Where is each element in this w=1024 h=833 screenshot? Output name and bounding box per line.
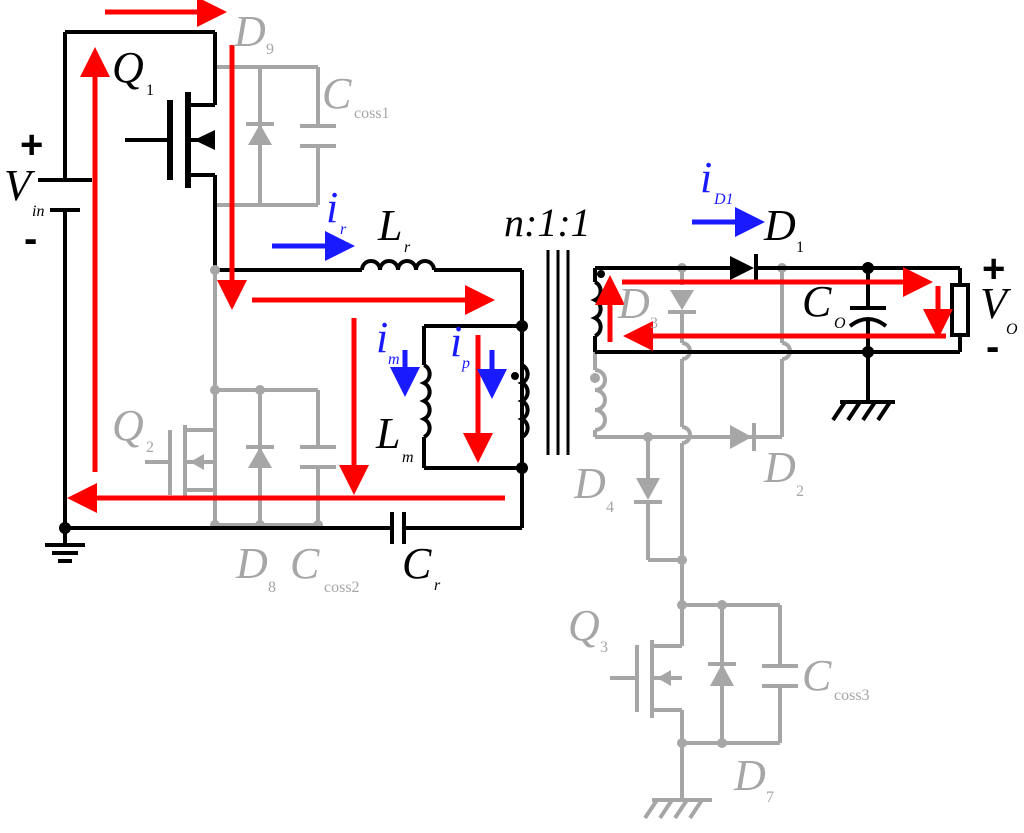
coss2-sub: coss2 [324, 579, 360, 596]
vo-plus: + [982, 247, 1005, 291]
d9-sub: 9 [266, 41, 274, 58]
cr-label: C [402, 539, 432, 588]
d4-sub: 4 [606, 499, 614, 516]
d7-label: D [733, 751, 766, 800]
coss3-label: C [802, 651, 832, 700]
active-components [38, 30, 970, 563]
vin-sub: in [32, 203, 44, 220]
ir-label: i [326, 183, 338, 232]
vo-sub: O [1006, 321, 1018, 338]
vin-plus: + [20, 123, 43, 167]
q3-label: Q [568, 601, 600, 650]
inactive-components [145, 65, 798, 820]
co-label: C [802, 277, 832, 326]
d1-label: D [763, 201, 796, 250]
turns-ratio: n:1:1 [504, 200, 591, 245]
q2-d8-coss2-network [145, 270, 336, 530]
lm-label: L [375, 409, 400, 458]
ip-sub: p [461, 355, 470, 372]
d3-label: D [617, 279, 650, 328]
d2-label: D [763, 443, 796, 492]
red-current-paths [67, 0, 953, 513]
d4-label: D [573, 459, 606, 508]
lr-label: L [377, 201, 402, 250]
q2-label: Q [112, 401, 144, 450]
coss1-label: C [322, 69, 352, 118]
blue-current-arrows [272, 207, 765, 399]
im-sub: m [388, 351, 400, 368]
labels: + - V in Q 1 Q 2 Q 3 D 9 D 8 D 7 D 1 D 2… [4, 7, 1018, 806]
id1-label: i [700, 153, 712, 202]
coss1-sub: coss1 [354, 105, 390, 122]
co-sub: O [834, 315, 846, 332]
ip-label: i [450, 317, 462, 366]
q1-label: Q [112, 43, 144, 92]
d8-label: D [235, 539, 268, 588]
q3-d7-coss3-network [610, 600, 798, 820]
coss2-label: C [290, 539, 320, 588]
lr-sub: r [404, 239, 411, 256]
id1-sub: D1 [713, 191, 734, 208]
coss3-sub: coss3 [834, 687, 870, 704]
lm-sub: m [402, 449, 414, 466]
vo-label: V [980, 279, 1012, 328]
cr-sub: r [434, 577, 441, 594]
vin-minus: - [24, 217, 37, 261]
q3-sub: 3 [600, 639, 608, 656]
im-label: i [376, 313, 388, 362]
d2-sub: 2 [796, 483, 804, 500]
secondary-gray-network [590, 263, 792, 605]
d8-sub: 8 [268, 579, 276, 596]
d1-sub: 1 [796, 239, 804, 256]
q1-sub: 1 [146, 82, 154, 99]
d7-sub: 7 [766, 789, 774, 806]
vin-label: V [4, 161, 36, 210]
vo-minus: - [986, 325, 999, 369]
q2-sub: 2 [146, 439, 154, 456]
ir-sub: r [340, 221, 347, 238]
d9-label: D [233, 7, 266, 56]
d3-sub: 3 [650, 315, 658, 332]
